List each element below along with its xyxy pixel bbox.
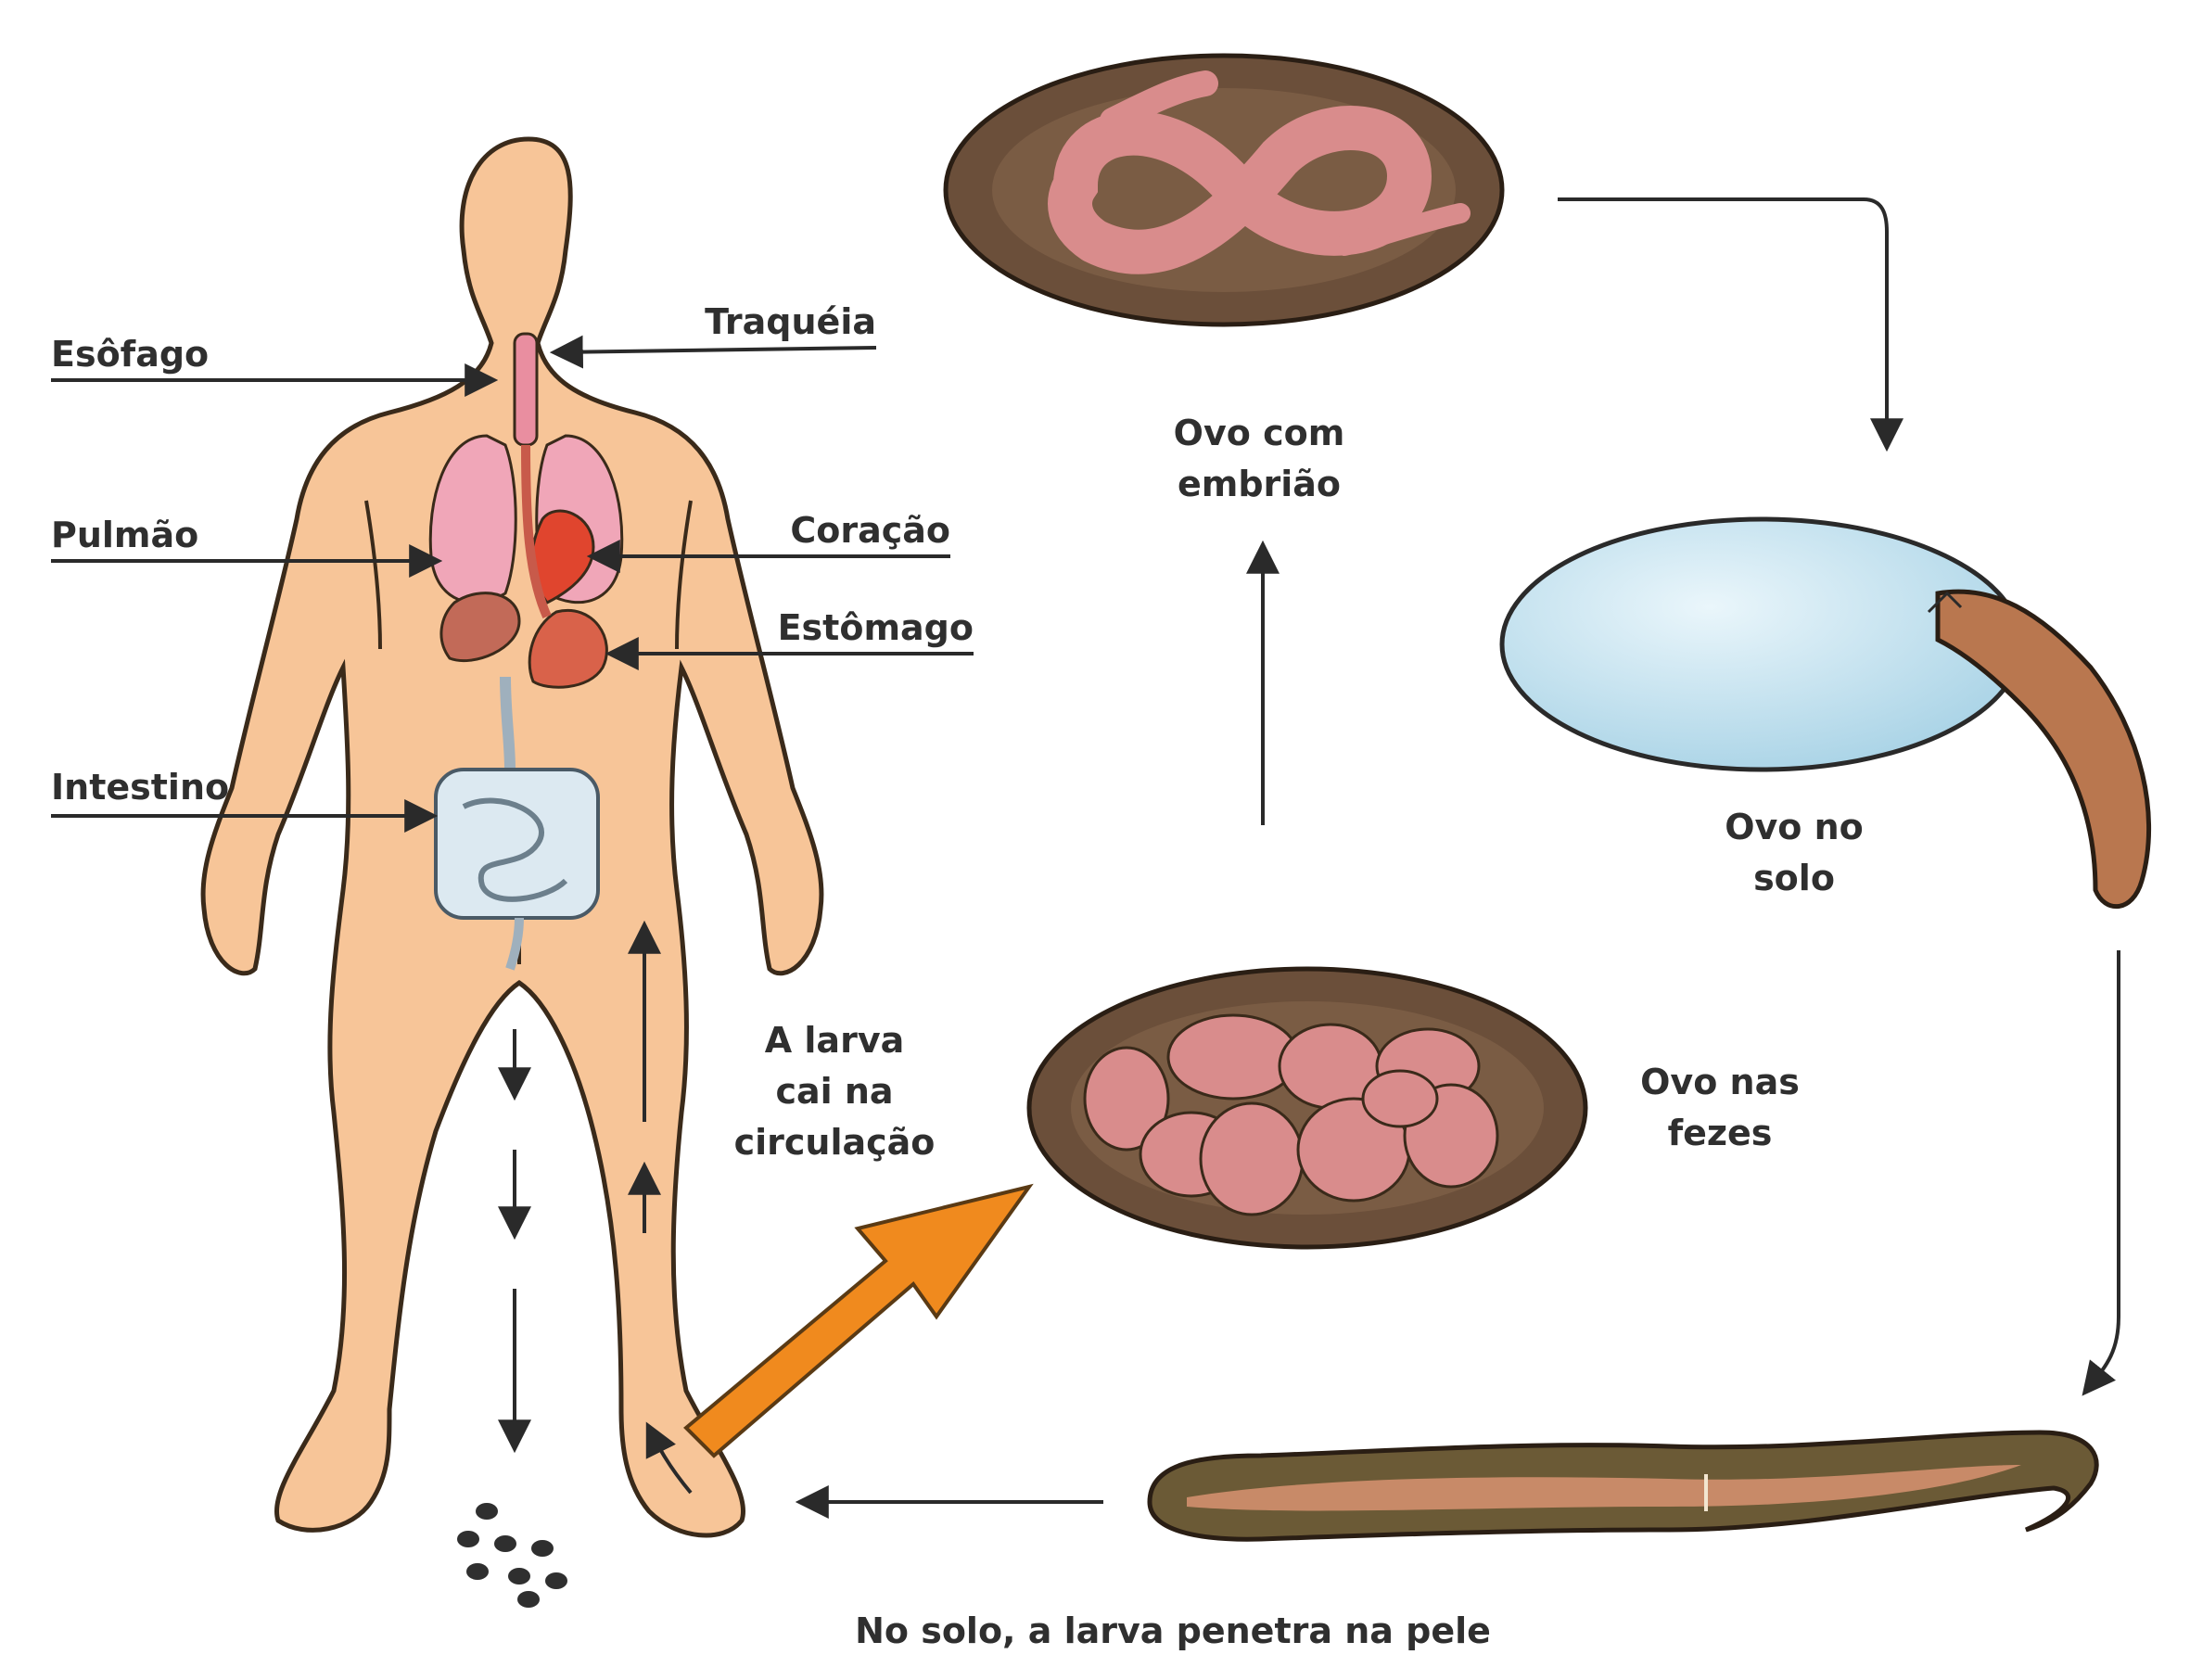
label-ovo-no-solo-2: solo	[1753, 858, 1835, 898]
intestine	[434, 768, 600, 920]
label-ovo-no-solo-1: Ovo no	[1725, 807, 1864, 847]
stomach	[528, 609, 608, 689]
hatching-egg	[1499, 516, 2152, 909]
eggs-dropped	[457, 1503, 567, 1608]
label-larva-circulacao-3: circulação	[734, 1122, 936, 1163]
esophagus	[521, 444, 552, 619]
label-larva-circulacao-2: cai na	[775, 1071, 893, 1112]
filariform-larva	[1147, 1430, 2099, 1542]
label-ovo-com-embriao-1: Ovo com	[1174, 413, 1345, 453]
trachea	[513, 332, 539, 447]
traqueia-line	[549, 335, 877, 369]
arrow-to-larva	[2082, 950, 2120, 1396]
label-ovo-com-embriao-2: embrião	[1178, 464, 1341, 504]
circulation-arrows	[498, 920, 693, 1495]
label-larva-penetra: No solo, a larva penetra na pele	[855, 1610, 1491, 1651]
label-larva-circulacao-1: A larva	[765, 1020, 904, 1061]
label-estomago: Estômago	[778, 607, 974, 648]
egg-cells	[1083, 1013, 1499, 1216]
label-ovo-nas-fezes-2: fezes	[1668, 1113, 1773, 1153]
egg-with-embryo	[943, 53, 1505, 327]
label-ovo-nas-fezes-1: Ovo nas	[1640, 1062, 1800, 1102]
right-arm-crease	[675, 500, 693, 650]
liver	[439, 592, 521, 663]
organ-labels: Esôfago Traquéia Pulmão Coração Estômago…	[51, 301, 974, 808]
label-esofago: Esôfago	[51, 334, 209, 375]
label-pulmao: Pulmão	[51, 515, 198, 555]
orange-arrow	[683, 1183, 1034, 1458]
arrow-to-hatching	[1558, 197, 1904, 452]
label-coracao: Coração	[790, 510, 950, 551]
embryo-worm	[1048, 106, 1432, 274]
rectum	[505, 917, 524, 971]
egg-in-feces	[1026, 966, 1588, 1250]
duodenum	[500, 676, 516, 770]
intestine-coils	[462, 797, 568, 902]
left-arm-crease	[364, 500, 382, 650]
hatching-larva	[1935, 589, 2152, 909]
label-intestino: Intestino	[51, 767, 229, 808]
label-traqueia: Traquéia	[705, 301, 876, 342]
organ-label-lines	[51, 335, 974, 833]
foot-entry-arrow	[645, 1421, 693, 1495]
